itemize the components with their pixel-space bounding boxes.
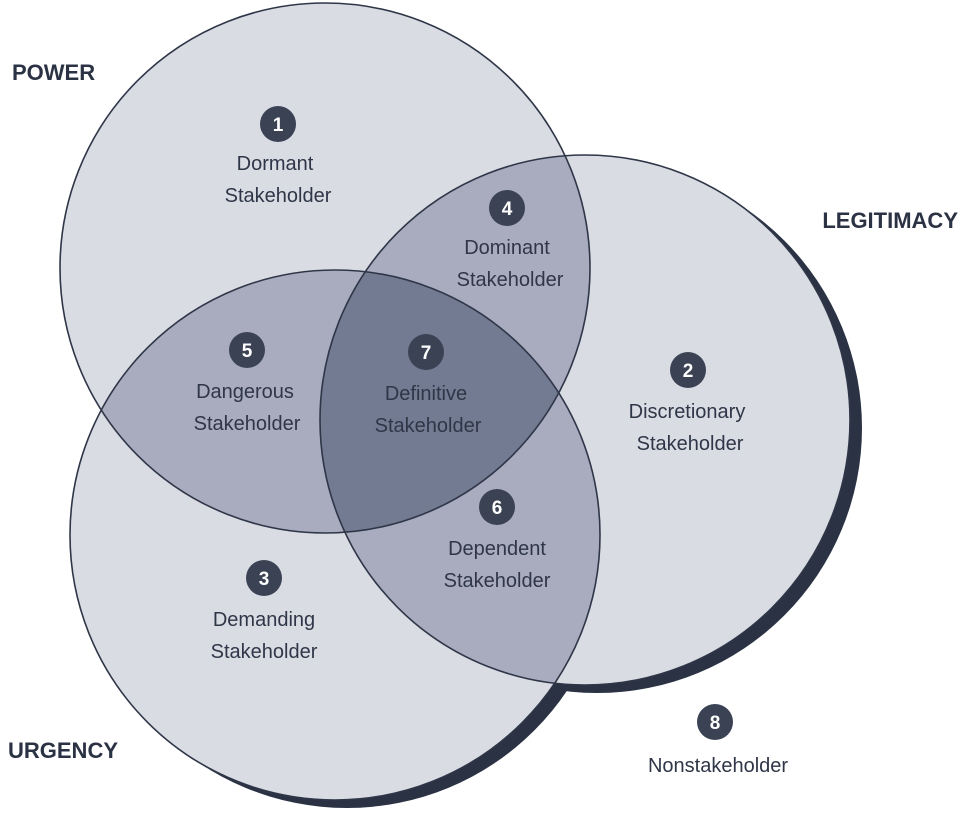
region-nonstakeholder: 8 Nonstakeholder	[648, 704, 788, 777]
urgency-label: URGENCY	[8, 738, 118, 763]
region-dominant: 4 Dominant Stakeholder	[457, 190, 564, 291]
urgency-circle-outline	[69, 269, 601, 801]
region-1-label-line2: Stakeholder	[225, 185, 332, 207]
region-3-label-line2: Stakeholder	[211, 641, 318, 663]
region-8-badge	[697, 704, 733, 740]
region-dormant: 1 Dormant Stakeholder	[225, 106, 332, 207]
region-6-label-line1: Dependent	[448, 538, 546, 560]
region-4-number: 4	[502, 199, 513, 220]
region-6-label-line2: Stakeholder	[444, 570, 551, 592]
region-dangerous: 5 Dangerous Stakeholder	[194, 332, 301, 435]
region-4-badge	[489, 190, 525, 226]
region-demanding: 3 Demanding Stakeholder	[211, 560, 318, 663]
region-8-label-line1: Nonstakeholder	[648, 755, 788, 777]
region-2-number: 2	[683, 361, 694, 382]
region-8-number: 8	[710, 713, 721, 734]
region-3-label-line1: Demanding	[213, 609, 315, 631]
region-4-label-line2: Stakeholder	[457, 269, 564, 291]
region-1-label-line1: Dormant	[237, 153, 314, 175]
region-discretionary: 2 Discretionary Stakeholder	[629, 352, 746, 455]
region-5-label-line1: Dangerous	[196, 381, 294, 403]
region-7-label-line1: Definitive	[385, 383, 467, 405]
region-2-badge	[670, 352, 706, 388]
region-2-label-line1: Discretionary	[629, 401, 746, 423]
region-4-label-line1: Dominant	[464, 237, 550, 259]
region-3-number: 3	[259, 569, 270, 590]
region-5-number: 5	[242, 341, 253, 362]
region-2-label-line2: Stakeholder	[637, 433, 744, 455]
region-1-number: 1	[273, 115, 284, 136]
region-7-badge	[408, 334, 444, 370]
region-dependent: 6 Dependent Stakeholder	[444, 489, 551, 592]
triple-overlap	[320, 270, 590, 533]
power-label: POWER	[12, 60, 95, 85]
region-3-badge	[246, 560, 282, 596]
legitimacy-label: LEGITIMACY	[822, 208, 958, 233]
region-1-badge	[260, 106, 296, 142]
legitimacy-circle-outline	[319, 154, 851, 686]
region-6-number: 6	[492, 498, 503, 519]
power-circle-outline	[59, 2, 591, 534]
region-definitive: 7 Definitive Stakeholder	[375, 334, 482, 437]
region-6-badge	[479, 489, 515, 525]
region-5-badge	[229, 332, 265, 368]
region-7-number: 7	[421, 343, 432, 364]
region-7-label-line2: Stakeholder	[375, 415, 482, 437]
region-5-label-line2: Stakeholder	[194, 413, 301, 435]
